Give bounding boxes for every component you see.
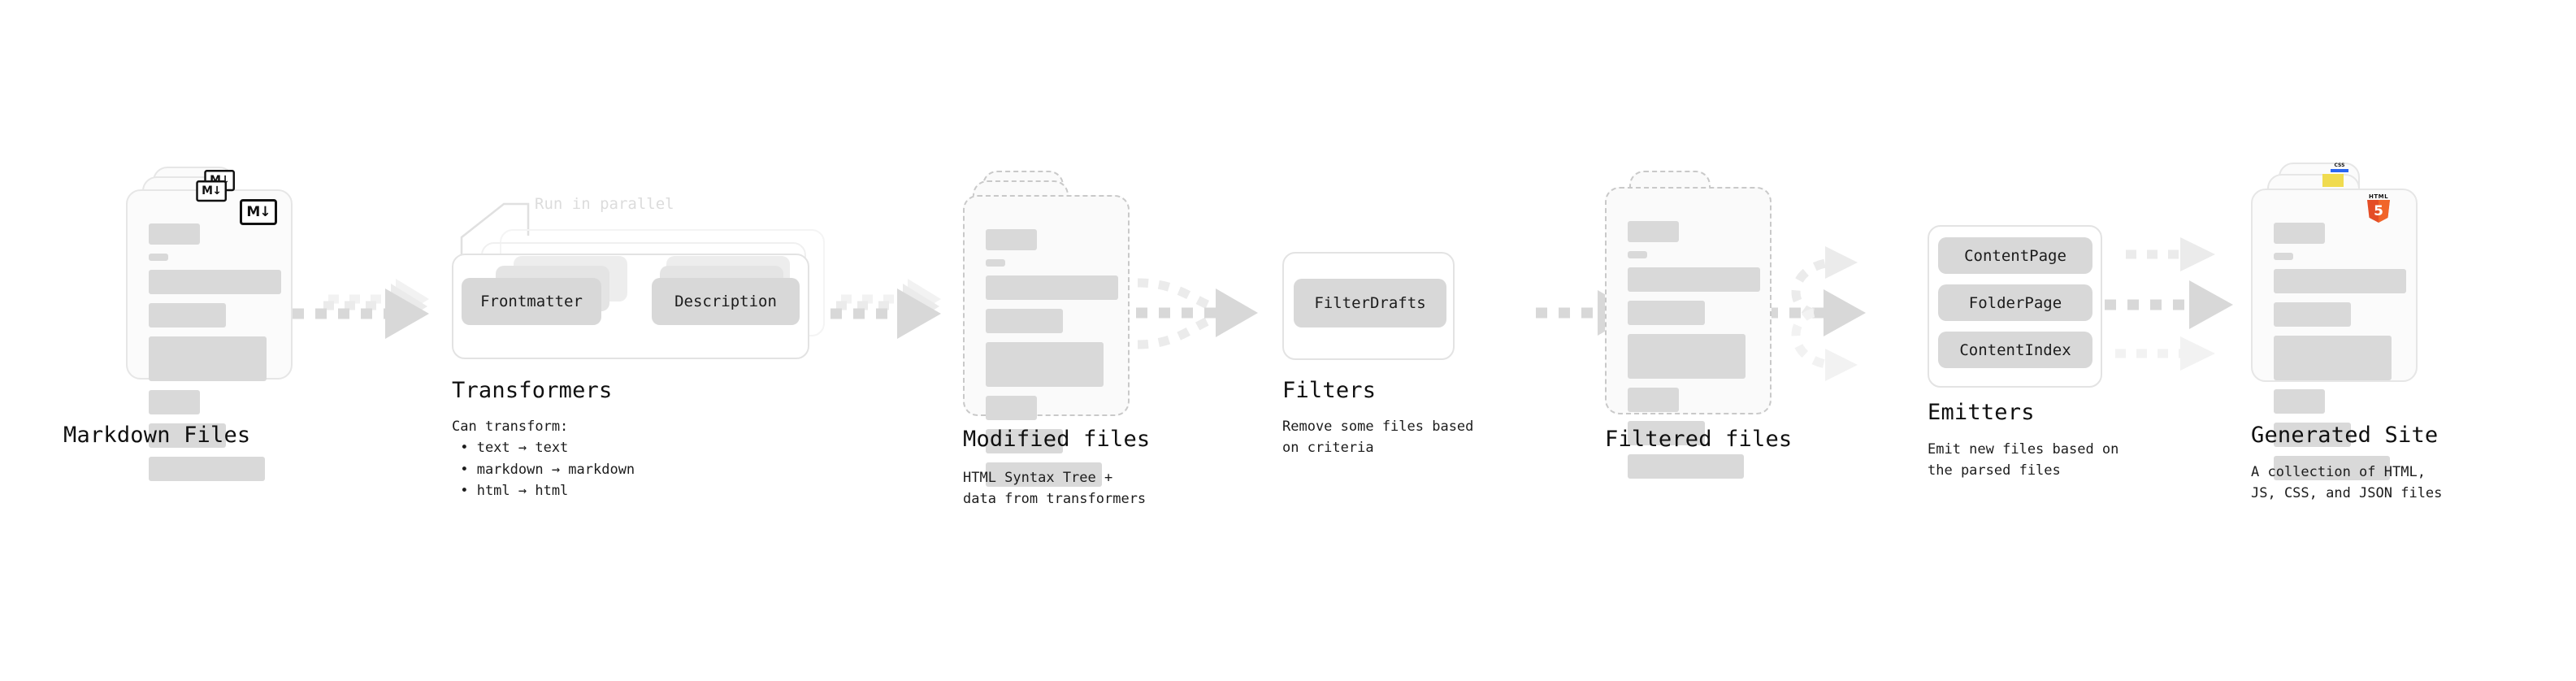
- skeleton-bar: [986, 259, 1005, 267]
- transformer-chip-description[interactable]: Description: [652, 278, 800, 325]
- transformer-chip-frontmatter[interactable]: Frontmatter: [462, 278, 601, 325]
- skeleton-bar: [2274, 456, 2390, 480]
- filtered-card-front: [1605, 187, 1772, 479]
- markdown-icon: M↓: [196, 180, 227, 202]
- skeleton-bar: [1628, 221, 1679, 242]
- skeleton-bar: [149, 254, 168, 261]
- markdown-skeleton-bars: [149, 223, 281, 490]
- filter-chip-filterdrafts[interactable]: FilterDrafts: [1294, 279, 1446, 327]
- site-card-front: [2251, 189, 2418, 480]
- skeleton-bar: [2274, 302, 2351, 327]
- skeleton-bar: [149, 390, 200, 414]
- skeleton-bar: [1628, 334, 1746, 379]
- skeleton-bar: [1628, 267, 1760, 292]
- html5-icon: HTML 5: [2366, 193, 2391, 223]
- skeleton-bar: [986, 275, 1118, 300]
- skeleton-bar: [149, 303, 226, 327]
- emitter-chip-contentindex[interactable]: ContentIndex: [1938, 332, 2092, 368]
- skeleton-bar: [149, 457, 265, 481]
- stage-desc-modified-files: HTML Syntax Tree + data from transformer…: [963, 470, 1147, 508]
- skeleton-bar: [986, 342, 1104, 387]
- skeleton-bar: [986, 429, 1063, 453]
- skeleton-bar: [2274, 389, 2325, 414]
- emitter-chip-contentpage[interactable]: ContentPage: [1938, 237, 2092, 274]
- skeleton-bar: [986, 229, 1037, 250]
- stage-title-filtered-files: Filtered files: [1605, 427, 1793, 452]
- arrow-emitters-to-site: [2105, 237, 2233, 371]
- css3-icon: CSS: [2331, 161, 2348, 172]
- skeleton-bar: [149, 223, 200, 245]
- skeleton-bar: [1628, 251, 1647, 258]
- css3-underline: [2331, 169, 2348, 172]
- skeleton-bar: [1628, 301, 1705, 325]
- filtered-skeleton-bars: [1628, 221, 1760, 488]
- skeleton-bar: [1628, 388, 1679, 412]
- run-in-parallel-label: Run in parallel: [535, 195, 674, 213]
- stage-desc-emitters: Emit new files based on the parsed files: [1928, 441, 2119, 479]
- stage-desc-filters: Remove some files based on criteria: [1282, 419, 1474, 457]
- skeleton-bar: [149, 336, 267, 381]
- skeleton-bar: [2274, 253, 2293, 260]
- html5-shield: 5: [2367, 200, 2390, 223]
- site-skeleton-bars: [2274, 223, 2406, 489]
- stage-title-markdown-files: Markdown Files: [63, 423, 251, 448]
- stage-title-generated-site: Generated Site: [2251, 423, 2439, 448]
- emitter-chip-folderpage[interactable]: FolderPage: [1938, 284, 2092, 321]
- js-icon: [2322, 174, 2344, 187]
- skeleton-bar: [149, 270, 281, 294]
- skeleton-bar: [1628, 421, 1705, 445]
- stage-title-emitters: Emitters: [1928, 400, 2035, 425]
- html5-number: 5: [2374, 202, 2383, 219]
- stage-title-transformers: Transformers: [452, 378, 613, 403]
- stage-title-modified-files: Modified files: [963, 427, 1151, 452]
- skeleton-bar: [2274, 423, 2351, 447]
- modified-skeleton-bars: [986, 229, 1118, 496]
- skeleton-bar: [2274, 336, 2392, 380]
- skeleton-bar: [2274, 269, 2406, 293]
- skeleton-bar: [149, 423, 226, 448]
- markdown-icon: M↓: [240, 199, 277, 225]
- arrow-modified-to-filters: [1136, 278, 1258, 349]
- skeleton-bar: [986, 462, 1102, 487]
- css3-label: CSS: [2334, 163, 2345, 168]
- skeleton-bar: [986, 309, 1063, 333]
- html5-label: HTML: [2368, 193, 2389, 200]
- stage-desc-transformers: Can transform: • text → text • markdown …: [452, 419, 635, 500]
- arrow-transformers-to-modified: [830, 279, 941, 339]
- skeleton-bar: [2274, 223, 2325, 244]
- stage-desc-generated-site: A collection of HTML, JS, CSS, and JSON …: [2251, 464, 2443, 502]
- skeleton-bar: [1628, 454, 1744, 479]
- stage-title-filters: Filters: [1282, 378, 1377, 403]
- skeleton-bar: [986, 396, 1037, 420]
- modified-card-front: [963, 195, 1130, 487]
